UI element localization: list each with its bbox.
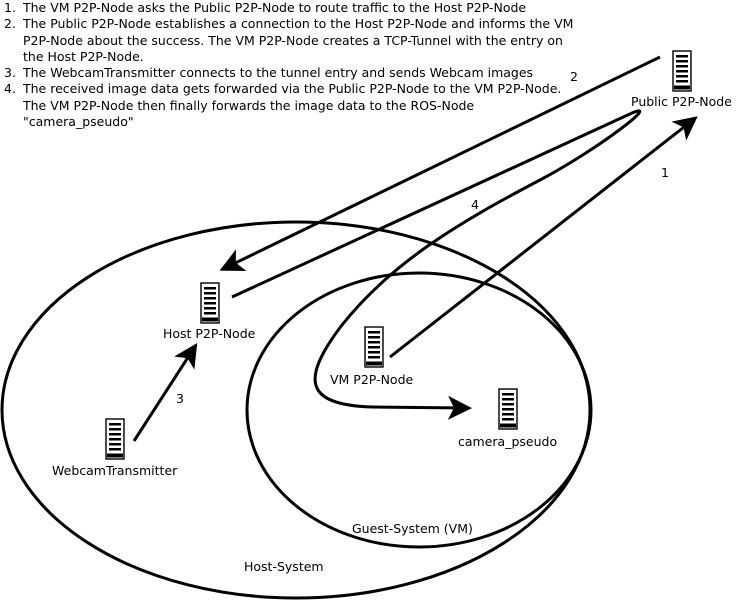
vm-node-label: VM P2P-Node (330, 372, 414, 387)
server-icon (364, 326, 384, 368)
webcam-node: WebcamTransmitter (52, 418, 178, 478)
host-node: Host P2P-Node (163, 282, 256, 341)
step-2: 2. The Public P2P-Node establishes a con… (4, 16, 574, 65)
edge-label-3: 3 (176, 391, 184, 406)
step-list: 1. The VM P2P-Node asks the Public P2P-N… (4, 0, 574, 130)
step-text: The Public P2P-Node establishes a connec… (23, 16, 574, 64)
server-icon (672, 50, 692, 92)
server-icon (200, 282, 220, 324)
step-3: 3. The WebcamTransmitter connects to the… (4, 65, 574, 81)
edge-label-4: 4 (471, 197, 479, 212)
guest-system-ellipse (245, 271, 593, 549)
step-text: The received image data gets forwarded v… (23, 81, 562, 130)
public-node-label: Public P2P-Node (631, 94, 732, 109)
edge-4-path (231, 109, 642, 420)
step-text: The VM P2P-Node asks the Public P2P-Node… (23, 0, 527, 15)
edge-3-line (132, 342, 198, 442)
guest-system-label: Guest-System (VM) (352, 521, 473, 536)
camera-node: camera_pseudo (458, 388, 557, 449)
edge-1-line (389, 116, 698, 359)
host-node-label: Host P2P-Node (163, 326, 256, 341)
server-icon (498, 388, 518, 430)
step-number: 3. (4, 65, 16, 81)
public-node: Public P2P-Node (631, 50, 732, 109)
camera-node-label: camera_pseudo (458, 434, 557, 449)
step-number: 1. (4, 0, 16, 15)
step-number: 2. (4, 16, 16, 32)
vm-node: VM P2P-Node (330, 326, 414, 387)
edge-label-1: 1 (661, 165, 669, 180)
host-system-label: Host-System (244, 559, 324, 574)
step-4: 4. The received image data gets forwarde… (4, 81, 574, 130)
step-number: 4. (4, 81, 16, 97)
step-1: 1. The VM P2P-Node asks the Public P2P-N… (4, 0, 574, 16)
server-icon (105, 418, 125, 460)
edge-2-line (219, 55, 661, 271)
edge-label-2: 2 (570, 69, 578, 84)
step-text: The WebcamTransmitter connects to the tu… (23, 65, 534, 81)
webcam-node-label: WebcamTransmitter (52, 463, 178, 478)
